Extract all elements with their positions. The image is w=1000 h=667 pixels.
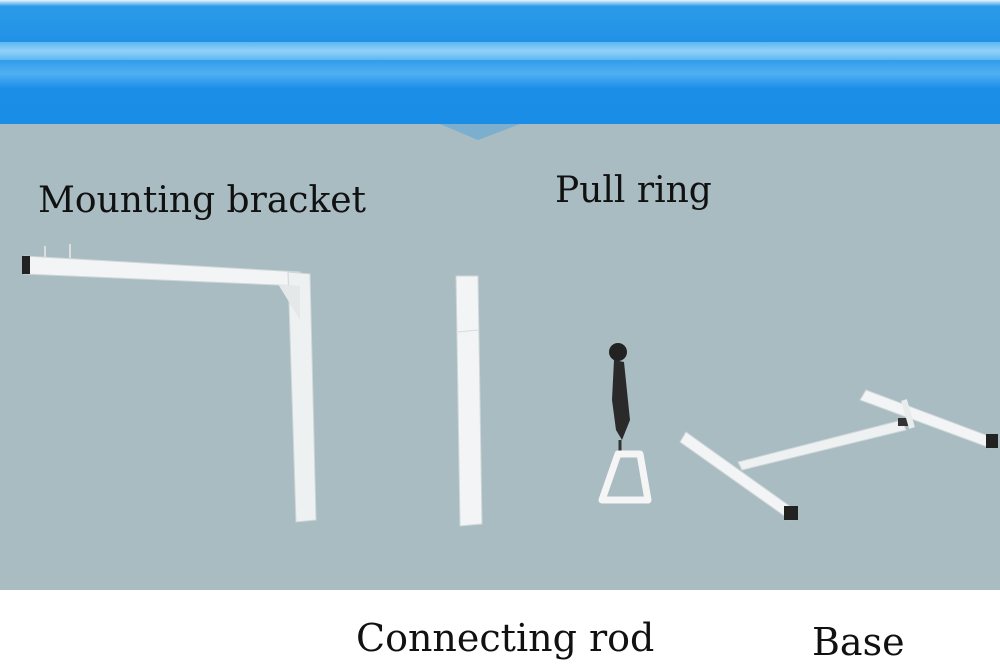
mounting-bracket-image <box>22 244 317 523</box>
base-image <box>679 389 998 521</box>
base-label: Base <box>812 620 905 664</box>
connecting-rod-label: Connecting rod <box>356 616 655 660</box>
banner-highlight-stripe <box>0 42 1000 60</box>
pull-ring-label: Pull ring <box>555 170 712 211</box>
pull-ring-image <box>598 343 652 504</box>
mounting-bracket-label: Mounting bracket <box>38 180 367 221</box>
blue-header-banner <box>0 0 1000 127</box>
product-parts-panel <box>0 124 1000 590</box>
banner-pointer-arrow <box>430 124 530 146</box>
connecting-rod-image <box>455 275 483 527</box>
